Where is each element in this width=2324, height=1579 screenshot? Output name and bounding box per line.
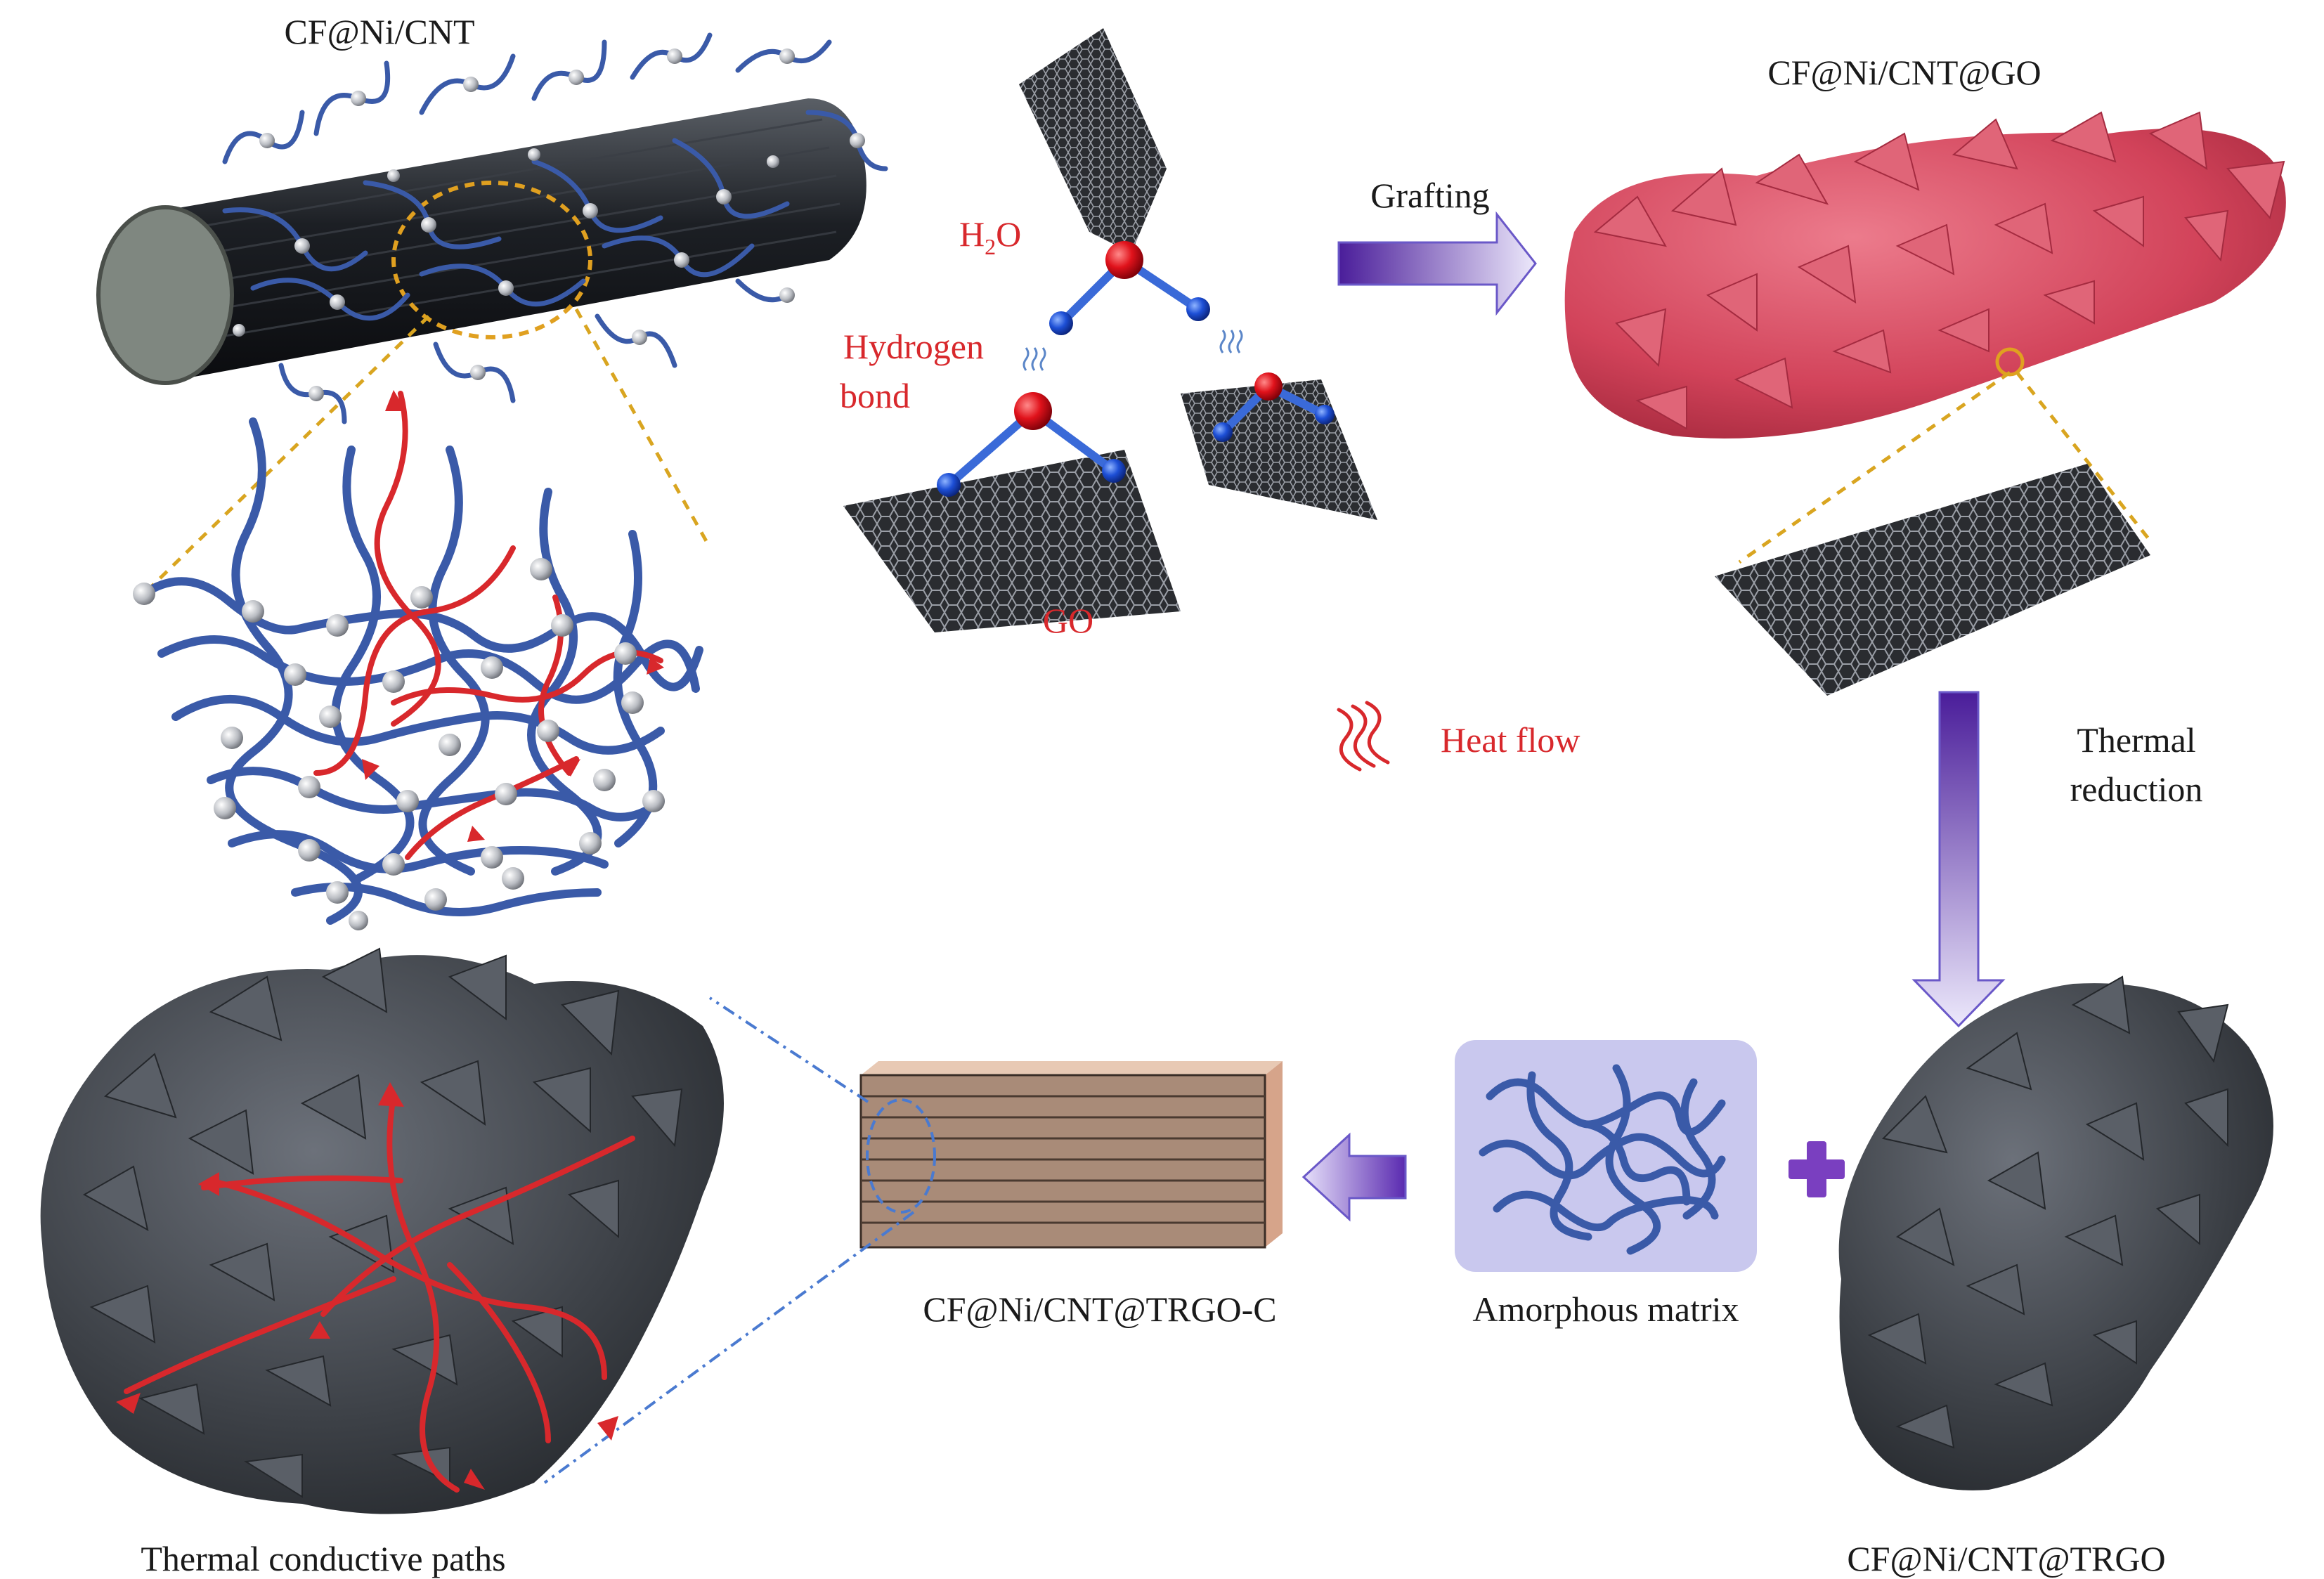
thermal-conductive-paths-illustration [40, 947, 725, 1514]
label-cf-ni-cnt-go: CF@Ni/CNT@GO [1767, 53, 2041, 92]
label-h2o-h: H [959, 214, 985, 254]
label-grafting: Grafting [1370, 176, 1489, 215]
composite-forming-arrow [1301, 1132, 1407, 1222]
go-coated-fiber-illustration [1564, 111, 2286, 696]
label-cf-ni-cnt-trgo-c: CF@Ni/CNT@TRGO-C [923, 1289, 1276, 1329]
cnt-coated-fiber-illustration [96, 32, 888, 595]
go-hydrogen-bond-illustration [843, 28, 1377, 632]
trgo-coated-fiber-illustration [1838, 975, 2273, 1490]
cnt-network-zoom [133, 390, 703, 930]
label-hydrogen-bond-line2: bond [840, 376, 910, 415]
plus-icon [1789, 1141, 1845, 1197]
thermal-reduction-arrow [1911, 691, 2006, 1028]
label-amorphous-matrix: Amorphous matrix [1472, 1289, 1739, 1329]
label-h2o-o: O [996, 214, 1021, 254]
label-go: GO [1043, 601, 1093, 640]
grafting-arrow [1337, 211, 1537, 316]
label-h2o: H2O [959, 214, 1021, 259]
heat-flow-icon [1337, 701, 1390, 772]
label-cf-ni-cnt: CF@Ni/CNT [284, 12, 474, 51]
amorphous-matrix-illustration [1455, 1040, 1757, 1272]
label-cf-ni-cnt-trgo: CF@Ni/CNT@TRGO [1847, 1539, 2165, 1578]
label-thermal-conductive-paths: Thermal conductive paths [141, 1539, 505, 1578]
label-heat-flow: Heat flow [1441, 720, 1580, 760]
label-thermal-reduction-line1: Thermal [2077, 720, 2195, 760]
label-h2o-subscript: 2 [985, 234, 996, 259]
label-hydrogen-bond-line1: Hydrogen [843, 327, 984, 366]
label-thermal-reduction-line2: reduction [2070, 769, 2203, 809]
composite-laminate-illustration [543, 996, 1283, 1484]
